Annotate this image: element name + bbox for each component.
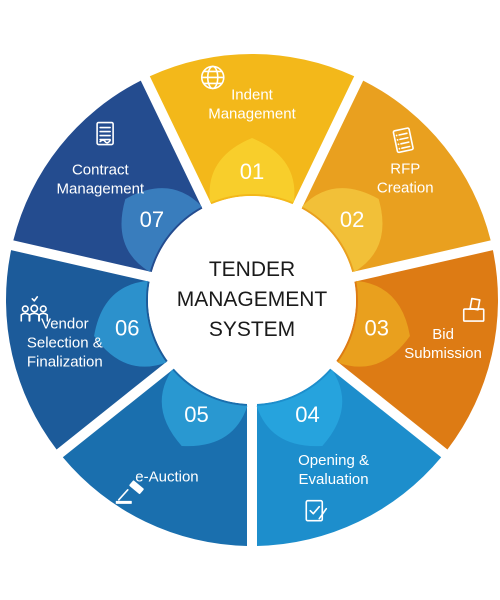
- step-label-line: Management: [208, 106, 296, 123]
- step-inner-lobe: [337, 280, 410, 367]
- step-number: 07: [140, 207, 164, 232]
- step-label-line: Bid: [432, 326, 454, 343]
- step-segment-05: 05 e-Auction: [62, 368, 248, 546]
- step-inner-lobe: [161, 369, 248, 447]
- center-title-line-2: MANAGEMENT: [177, 288, 328, 311]
- ballot-box-icon: [462, 297, 485, 322]
- step-number: 02: [340, 207, 364, 232]
- step-inner-lobe: [94, 280, 167, 367]
- step-inner-lobe: [121, 188, 202, 272]
- document-list-icon: [392, 127, 414, 154]
- contract-icon: [96, 121, 114, 146]
- step-label-line: Creation: [377, 179, 434, 196]
- globe-icon: [200, 65, 225, 90]
- people-check-icon: [20, 296, 49, 322]
- step-number: 04: [295, 402, 319, 427]
- step-label-line: Opening &: [298, 452, 369, 469]
- center-title: TENDER MANAGEMENT SYSTEM: [177, 258, 328, 341]
- step-number: 03: [365, 315, 389, 340]
- step-label-line: Management: [57, 181, 145, 198]
- step-inner-lobe: [302, 188, 383, 272]
- center-title-line-3: SYSTEM: [209, 318, 295, 341]
- step-label-line: Submission: [404, 345, 482, 362]
- center-title-line-1: TENDER: [209, 258, 295, 281]
- step-label-line: Selection &: [27, 335, 103, 352]
- checklist-icon: [305, 499, 328, 522]
- step-segment-shape: [149, 54, 355, 205]
- step-number: 01: [240, 159, 264, 184]
- gavel-icon: [115, 480, 144, 504]
- step-label-line: e-Auction: [135, 469, 198, 486]
- step-number: 05: [184, 402, 208, 427]
- step-inner-lobe: [256, 369, 343, 447]
- step-number: 06: [115, 315, 139, 340]
- step-inner-lobe: [209, 138, 295, 203]
- step-label-line: Contract: [72, 162, 130, 179]
- step-segment-02: 02 RFP Creation: [301, 80, 491, 273]
- step-label-line: Vendor: [41, 316, 89, 333]
- center-hub: [148, 196, 356, 404]
- step-label-line: Indent: [231, 87, 274, 104]
- step-label-line: Finalization: [27, 354, 103, 371]
- step-label-line: RFP: [390, 160, 420, 177]
- step-label-line: Evaluation: [299, 471, 369, 488]
